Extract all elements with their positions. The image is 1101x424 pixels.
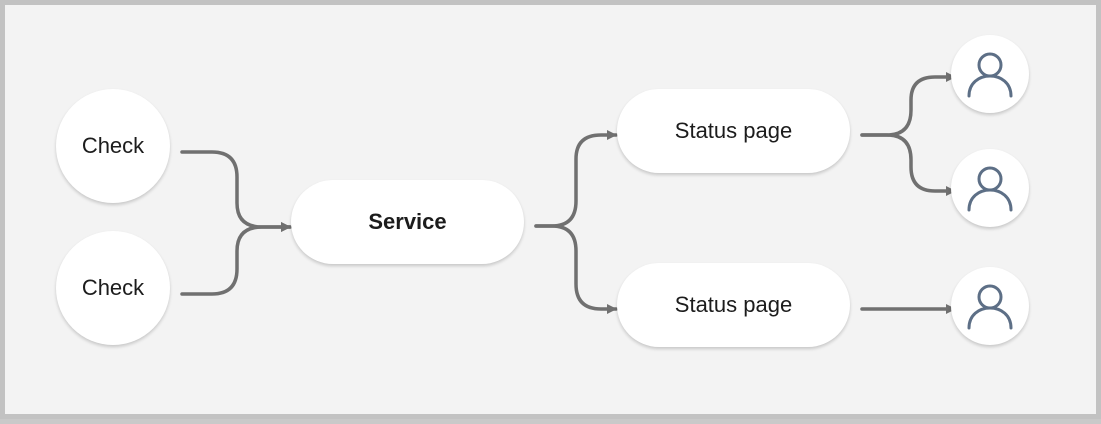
arrow-status-page-1-to-user-2 <box>860 133 957 196</box>
subscriber-node-2 <box>951 149 1029 227</box>
user-icon <box>967 166 1013 212</box>
connector-arrows <box>180 72 957 314</box>
arrow-check-2-to-service <box>180 222 292 296</box>
user-icon <box>967 52 1013 98</box>
check-node-2: Check <box>56 231 170 345</box>
service-label: Service <box>368 209 447 234</box>
subscriber-node-1 <box>951 35 1029 113</box>
arrow-check-1-to-service <box>180 150 292 232</box>
service-node: Service <box>291 180 524 264</box>
check-label: Check <box>81 275 145 300</box>
arrow-status-page-1-to-user-1 <box>860 72 957 137</box>
check-label: Check <box>81 133 145 158</box>
arrow-service-to-status-page-1 <box>534 130 618 228</box>
status-page-label: Status page <box>674 118 793 143</box>
user-icon <box>967 284 1013 330</box>
arrow-service-to-status-page-2 <box>534 224 618 314</box>
status-page-node-2: Status page <box>617 263 850 347</box>
subscriber-node-3 <box>951 267 1029 345</box>
status-page-label: Status page <box>674 292 793 317</box>
status-page-node-1: Status page <box>617 89 850 173</box>
check-node-1: Check <box>56 89 170 203</box>
